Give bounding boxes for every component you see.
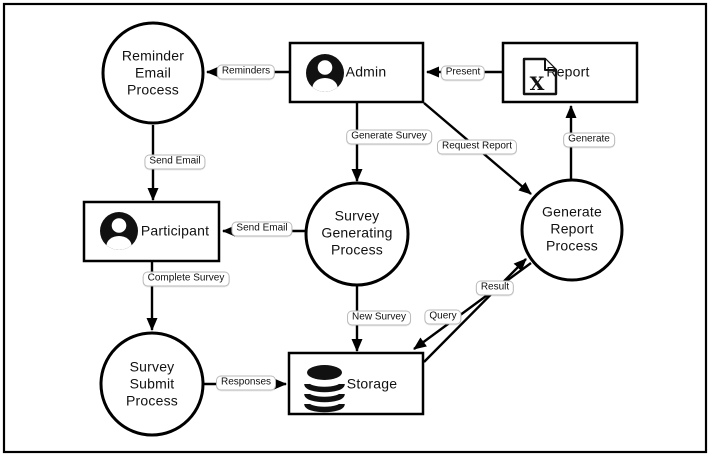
edge-label-generate-survey: Generate Survey bbox=[346, 129, 432, 145]
edge-storage-to-generate-report-process bbox=[423, 258, 527, 363]
user-icon bbox=[100, 212, 138, 250]
node-reminder-email-process bbox=[101, 21, 205, 125]
edge-label-responses: Responses bbox=[215, 375, 277, 391]
edge-label-reminders: Reminders bbox=[216, 64, 276, 80]
edge-label-query: Query bbox=[424, 309, 462, 325]
edge-label-send-email-2: Send Email bbox=[231, 221, 293, 237]
excel-file-icon: X bbox=[522, 57, 558, 96]
edge-label-complete-survey: Complete Survey bbox=[142, 271, 230, 287]
node-generate-report-process bbox=[520, 178, 624, 282]
edge-label-present: Present bbox=[440, 65, 486, 81]
edge-generate-report-process-to-storage bbox=[413, 262, 532, 350]
node-survey-generating-process bbox=[304, 181, 410, 287]
database-icon bbox=[304, 365, 345, 413]
edge-label-result: Result bbox=[475, 280, 515, 296]
edge-label-send-email-1: Send Email bbox=[144, 154, 206, 170]
edge-label-generate: Generate bbox=[563, 132, 615, 148]
node-storage bbox=[287, 351, 425, 416]
edge-label-new-survey: New Survey bbox=[347, 310, 411, 326]
excel-x-glyph: X bbox=[530, 73, 545, 95]
node-survey-submit-process bbox=[99, 331, 205, 437]
user-icon bbox=[306, 54, 344, 92]
edge-label-request-report: Request Report bbox=[436, 139, 518, 155]
